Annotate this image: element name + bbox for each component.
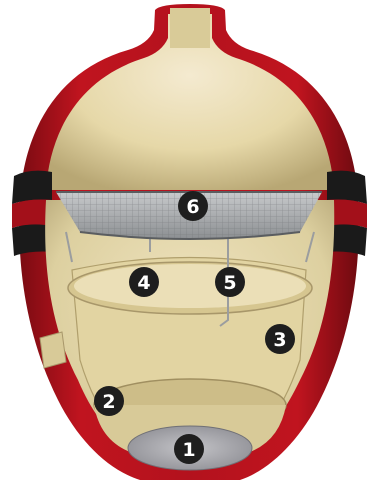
marker-number: 3 — [273, 329, 286, 351]
bottom-air-intake — [40, 332, 66, 368]
marker-number: 4 — [137, 272, 150, 294]
callout-marker-6: 6 — [178, 191, 208, 221]
callout-marker-2: 2 — [94, 386, 124, 416]
top-vent-neck — [170, 8, 210, 48]
marker-number: 2 — [102, 391, 115, 413]
callout-marker-1: 1 — [174, 434, 204, 464]
callout-marker-3: 3 — [265, 324, 295, 354]
callout-marker-5: 5 — [215, 267, 245, 297]
marker-number: 6 — [186, 196, 199, 218]
marker-number: 5 — [223, 272, 236, 294]
marker-number: 1 — [182, 439, 195, 461]
callout-marker-4: 4 — [129, 267, 159, 297]
